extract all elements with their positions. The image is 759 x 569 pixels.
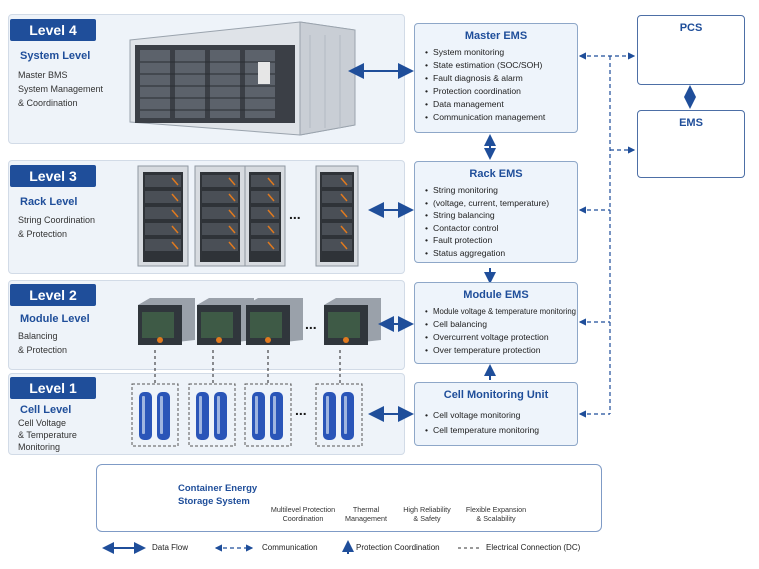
rack-ems-title: Rack EMS xyxy=(469,168,523,180)
level-4-desc-line: System Management xyxy=(18,84,104,94)
feature-label-line: & Safety xyxy=(413,514,441,523)
feature-label-line: Coordination xyxy=(282,514,324,523)
container-image xyxy=(129,21,356,136)
list-item: Contactor control xyxy=(425,222,577,235)
list-item: Cell temperature monitoring xyxy=(425,423,577,438)
module-ems-title: Module EMS xyxy=(463,289,529,301)
list-item: Cell voltage monitoring xyxy=(425,408,577,423)
summary-title-line: Storage System xyxy=(178,496,250,507)
module-ellipsis: ... xyxy=(305,316,317,332)
rack-ems-box: Rack EMS String monitoring (voltage, cur… xyxy=(414,161,578,263)
module-ems-list: Module voltage & temperature monitoring … xyxy=(415,305,577,357)
legend-communication: Communication xyxy=(262,543,318,552)
list-item: Module voltage & temperature monitoring xyxy=(425,305,577,318)
pcs-box: PCS xyxy=(637,15,745,85)
master-ems-box: Master EMS System monitoring State estim… xyxy=(414,23,578,133)
level-4-desc-line: & Coordination xyxy=(18,98,78,108)
list-item: String monitoring xyxy=(425,184,577,197)
list-item: State estimation (SOC/SOH) xyxy=(425,59,577,72)
ems-title: EMS xyxy=(679,117,703,129)
level-3-name: Rack Level xyxy=(20,196,78,208)
level-1-desc-line: Monitoring xyxy=(18,442,61,452)
legend-data-flow: Data Flow xyxy=(152,543,189,552)
cell-monitoring-unit-title: Cell Monitoring Unit xyxy=(443,389,549,401)
summary-title: Container Energy Storage System xyxy=(178,482,257,508)
level-4-name: System Level xyxy=(20,50,91,62)
list-item: Over temperature protection xyxy=(425,344,577,357)
level-2-name: Module Level xyxy=(20,313,90,325)
pcs-title: PCS xyxy=(679,22,703,34)
rack-image xyxy=(137,165,359,267)
level-3-desc: String Coordination & Protection xyxy=(18,213,95,241)
ems-box: EMS xyxy=(637,110,745,178)
list-item: Communication management xyxy=(425,111,577,124)
level-2-desc-line: & Protection xyxy=(18,345,68,355)
feature-label-line: Multilevel Protection xyxy=(270,505,336,514)
list-item: Protection coordination xyxy=(425,85,577,98)
level-1-tab: Level 1 xyxy=(10,377,96,399)
legend-electrical: Electrical Connection (DC) xyxy=(486,543,581,552)
cell-monitoring-list: Cell voltage monitoring Cell temperature… xyxy=(415,408,577,438)
level-3-desc-line: & Protection xyxy=(18,229,68,239)
feature-label-line: Thermal xyxy=(352,505,380,514)
level-1-name: Cell Level xyxy=(20,404,72,416)
list-item: Data management xyxy=(425,98,577,111)
level-1-desc-line: & Temperature xyxy=(18,430,77,440)
level-4-desc-line: Master BMS xyxy=(18,70,68,80)
feature-label-line: Management xyxy=(345,514,387,523)
feature-label-reliability: High Reliability & Safety xyxy=(388,505,466,523)
list-item-continuation: (voltage, current, temperature) xyxy=(425,197,577,210)
master-ems-title: Master EMS xyxy=(464,30,528,42)
level-3-tab: Level 3 xyxy=(10,165,96,187)
list-item: Fault diagnosis & alarm xyxy=(425,72,577,85)
list-item: Fault protection xyxy=(425,234,577,247)
feature-label-thermal: Thermal Management xyxy=(327,505,405,523)
module-ems-box: Module EMS Module voltage & temperature … xyxy=(414,282,578,364)
cell-monitoring-unit-box: Cell Monitoring Unit Cell voltage monito… xyxy=(414,382,578,446)
master-ems-list: System monitoring State estimation (SOC/… xyxy=(415,46,577,124)
legend-protection: Protection Coordination xyxy=(356,543,440,552)
level-2-desc: Balancing & Protection xyxy=(18,329,67,357)
rack-ellipsis: ... xyxy=(289,206,301,222)
list-item: Status aggregation xyxy=(425,247,577,260)
level-1-desc-line: Cell Voltage xyxy=(18,418,67,428)
level-2-desc-line: Balancing xyxy=(18,331,58,341)
level-1-desc: Cell Voltage & Temperature Monitoring xyxy=(18,417,77,453)
list-item: String balancing xyxy=(425,209,577,222)
list-item: System monitoring xyxy=(425,46,577,59)
feature-label-line: & Scalability xyxy=(476,514,516,523)
level-4-tab: Level 4 xyxy=(10,19,96,41)
list-item: Cell balancing xyxy=(425,318,577,331)
feature-label-scalability: Flexible Expansion & Scalability xyxy=(457,505,535,523)
summary-title-line: Container Energy xyxy=(178,483,258,494)
summary-panel xyxy=(96,464,602,532)
level-2-tab: Level 2 xyxy=(10,284,96,306)
list-item: Overcurrent voltage protection xyxy=(425,331,577,344)
feature-label-line: High Reliability xyxy=(403,505,451,514)
module-image xyxy=(138,298,381,345)
cell-groups xyxy=(131,383,363,447)
feature-label-protection: Multilevel Protection Coordination xyxy=(264,505,342,523)
level-3-desc-line: String Coordination xyxy=(18,215,96,225)
cell-ellipsis: ... xyxy=(295,402,307,418)
feature-label-line: Flexible Expansion xyxy=(465,505,527,514)
rack-ems-list: String monitoring (voltage, current, tem… xyxy=(415,184,577,259)
level-4-desc: Master BMS System Management & Coordinat… xyxy=(18,68,103,110)
